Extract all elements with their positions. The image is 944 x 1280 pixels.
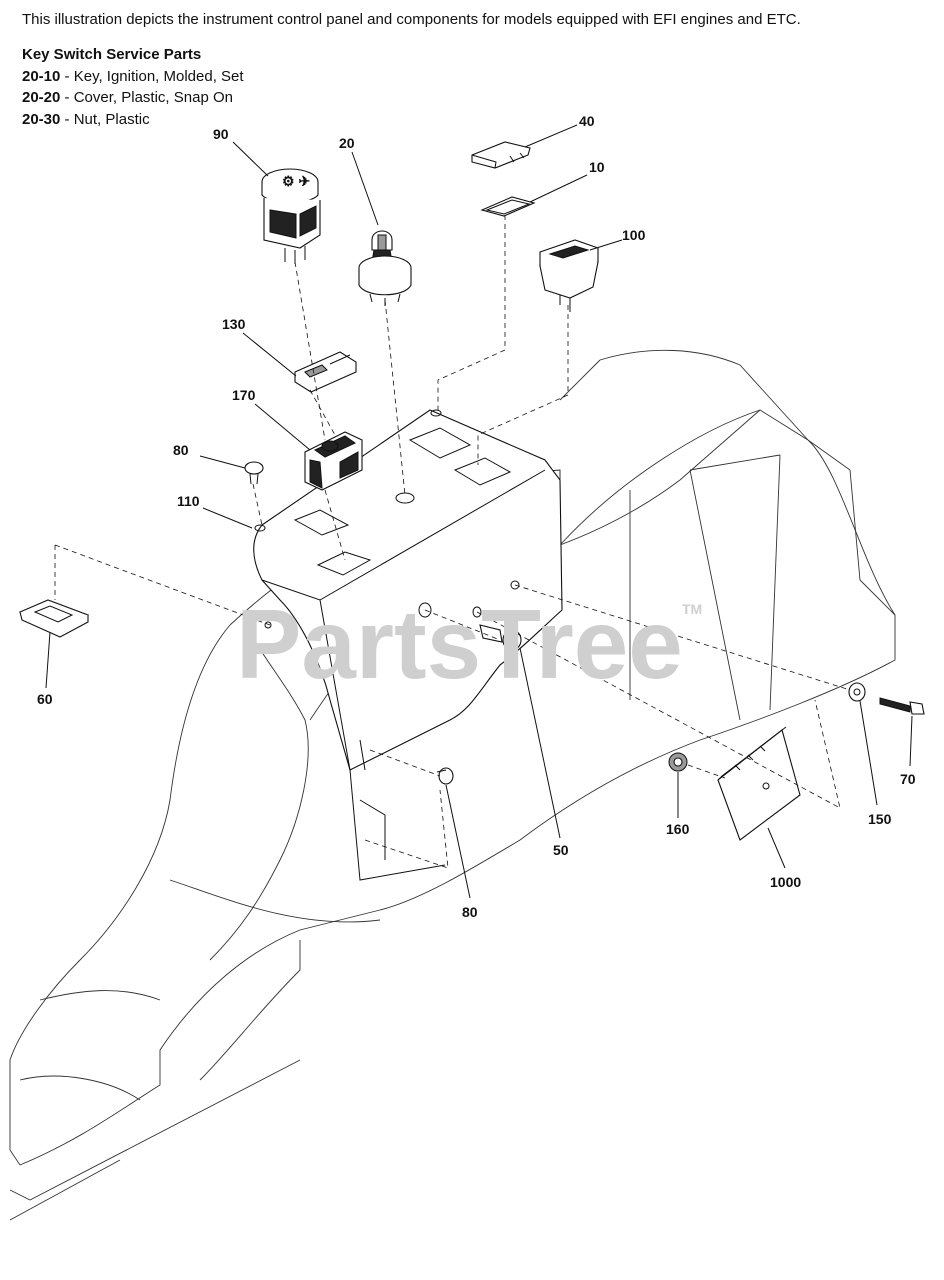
- callout-150: 150: [868, 811, 892, 827]
- intro-text: This illustration depicts the instrument…: [22, 11, 801, 28]
- callout-10: 10: [589, 159, 605, 175]
- leader-lines: [45, 124, 913, 899]
- hour-meter: [539, 239, 599, 312]
- partstree-watermark: PartsTree TM: [236, 589, 702, 699]
- service-kit-title: Key Switch Service Parts: [22, 46, 202, 63]
- part-description: Key, Ignition, Molded, Set: [73, 67, 244, 85]
- callout-90: 90: [213, 126, 229, 142]
- watermark-text: PartsTree: [236, 589, 683, 699]
- rocker-switch: [304, 431, 363, 491]
- callout-80-upper: 80: [173, 442, 189, 458]
- grommet: [668, 752, 688, 772]
- bolt: [879, 697, 925, 715]
- control-panel-bracket: [253, 409, 563, 881]
- separator: -: [60, 67, 74, 85]
- callout-160: 160: [666, 821, 690, 837]
- service-kit-item: 20-20 - Cover, Plastic, Snap On: [22, 87, 244, 109]
- part-description: Nut, Plastic: [73, 110, 150, 128]
- ignition-key-switch: [358, 230, 412, 306]
- callout-110: 110: [177, 493, 200, 509]
- callout-80-lower: 80: [462, 904, 478, 920]
- pto-switch: ⚙ ✈: [261, 168, 321, 264]
- assembly-dashed-lines: [54, 215, 851, 869]
- svg-text:⚙ ✈: ⚙ ✈: [282, 173, 310, 189]
- control-module: [717, 726, 801, 841]
- callout-70: 70: [900, 771, 916, 787]
- power-outlet: [479, 624, 522, 651]
- part-number: 20-10: [22, 67, 61, 85]
- service-kit-list: Key Switch Service Parts 20-10 - Key, Ig…: [22, 44, 244, 130]
- service-kit-item: 20-10 - Key, Ignition, Molded, Set: [22, 66, 244, 88]
- display-decal: [294, 351, 357, 393]
- callout-labels: 90 20 40 10 100 130 170 80 110 60 50 80 …: [37, 113, 916, 920]
- part-number: 20-20: [22, 89, 61, 106]
- gasket: [480, 196, 536, 217]
- bezel: [18, 599, 90, 638]
- separator: -: [60, 110, 74, 128]
- watermark-tm: TM: [682, 601, 702, 617]
- screw-upper: [244, 461, 264, 485]
- part-description: Cover, Plastic, Snap On: [73, 89, 233, 106]
- callout-170: 170: [232, 387, 256, 403]
- callout-50: 50: [553, 842, 569, 858]
- callout-20: 20: [339, 135, 355, 151]
- callout-1000: 1000: [770, 874, 801, 890]
- callout-130: 130: [222, 316, 246, 332]
- switch-cover-cap: [471, 141, 531, 169]
- service-kit-item: 20-30 - Nut, Plastic: [22, 109, 244, 131]
- callout-60: 60: [37, 691, 53, 707]
- washer: [848, 682, 866, 702]
- callout-100: 100: [622, 227, 646, 243]
- part-number: 20-30: [22, 110, 61, 128]
- separator: -: [60, 89, 74, 106]
- callout-40: 40: [579, 113, 595, 129]
